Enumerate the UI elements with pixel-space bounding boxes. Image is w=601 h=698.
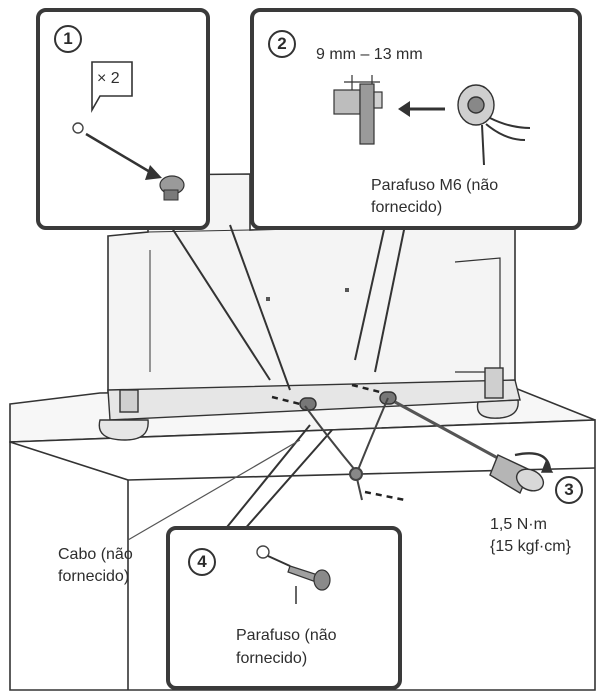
bolt-icon (333, 83, 383, 145)
tv-stand (98, 367, 521, 441)
step-3-badge: 3 (555, 476, 583, 504)
screw-label-line1: Parafuso (não (236, 627, 337, 644)
screw-icon (159, 175, 185, 201)
wood-screw-icon (287, 565, 331, 591)
step-2-badge: 2 (268, 30, 296, 58)
multiplier-label: × 2 (97, 70, 120, 87)
bolt-label-line2: fornecido) (371, 199, 443, 216)
step2-panel (250, 8, 582, 230)
screw-label-line2: fornecido) (236, 650, 308, 667)
torque-label-line1: 1,5 N·m (490, 516, 547, 533)
bolt-label-line1: Parafuso M6 (não (371, 177, 499, 194)
step-4-badge: 4 (188, 548, 216, 576)
step1-panel (36, 8, 210, 230)
cable-label-line1: Cabo (não (58, 546, 133, 563)
dimension-label: 9 mm – 13 mm (316, 46, 423, 63)
step-1-badge: 1 (54, 25, 82, 53)
cable-label-line2: fornecido) (58, 568, 130, 585)
screw-paths (271, 383, 406, 502)
torque-label-line2: {15 kgf·cm} (490, 538, 571, 555)
step4-panel (166, 526, 402, 690)
cable (127, 397, 389, 541)
screwdriver (394, 400, 554, 495)
bracket-icon (457, 84, 531, 166)
